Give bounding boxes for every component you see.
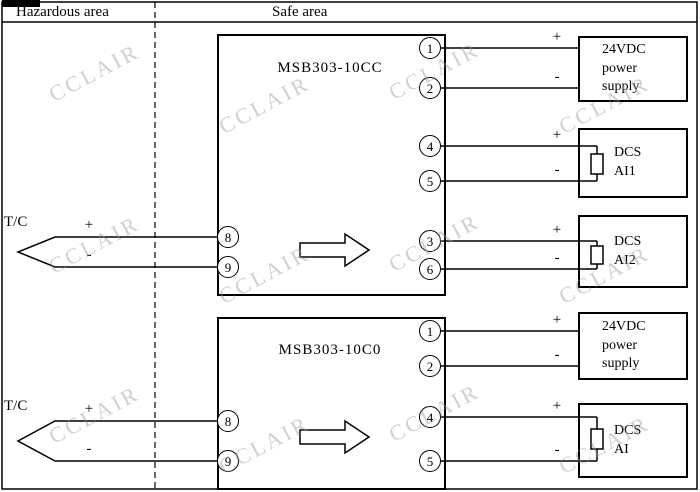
terminal: 9 xyxy=(217,256,239,278)
tc-minus-label: - xyxy=(86,441,92,457)
tc-plus-label: + xyxy=(84,217,94,233)
tc-plus-label: + xyxy=(84,401,94,417)
tc-minus-label: - xyxy=(86,247,92,263)
device-label-line: AI2 xyxy=(614,252,636,268)
device-label-line: DCS xyxy=(614,233,642,249)
resistor-icon xyxy=(590,146,604,181)
corner-mark xyxy=(2,0,40,7)
wire-minus-label: - xyxy=(554,69,560,85)
wire-plus-label: + xyxy=(552,398,562,414)
hazardous-area-label: Hazardous area xyxy=(16,4,109,20)
thermocouple-symbol xyxy=(16,420,218,462)
device-label-line: DCS xyxy=(614,145,642,161)
device-label-line: power xyxy=(602,60,637,76)
safe-area-label: Safe area xyxy=(272,4,328,20)
module2-name: MSB303-10C0 xyxy=(278,342,382,358)
terminal: 4 xyxy=(419,406,441,428)
module2-outline xyxy=(217,317,446,490)
terminal: 1 xyxy=(419,320,441,342)
terminal: 4 xyxy=(419,135,441,157)
device-label-line: supply xyxy=(602,79,640,95)
terminal: 2 xyxy=(419,77,441,99)
resistor-icon xyxy=(590,417,604,461)
signal-flow-arrow-icon xyxy=(299,232,371,268)
terminal: 3 xyxy=(419,230,441,252)
device-label-line: AI xyxy=(614,441,629,457)
device-label-line: supply xyxy=(602,356,640,372)
device-label-line: 24VDC xyxy=(602,41,646,57)
device-dcs-ai1: DCS AI1 xyxy=(578,128,688,198)
device-24vdc-power-supply: 24VDC power supply xyxy=(578,36,688,102)
wire-minus-label: - xyxy=(554,442,560,458)
wire-plus-label: + xyxy=(552,222,562,238)
wire-plus-label: + xyxy=(552,312,562,328)
terminal: 5 xyxy=(419,170,441,192)
module2-wires xyxy=(441,330,597,462)
device-label-line: AI1 xyxy=(614,164,636,179)
wire-minus-label: - xyxy=(554,347,560,363)
module1-wires xyxy=(441,47,597,270)
terminal: 8 xyxy=(217,226,239,248)
signal-flow-arrow-icon xyxy=(299,419,371,455)
tc-label: T/C xyxy=(4,214,28,230)
device-24vdc-power-supply: 24VDC power supply xyxy=(578,312,688,380)
terminal: 6 xyxy=(419,258,441,280)
device-dcs-ai: DCS AI xyxy=(578,403,688,478)
module1-name: MSB303-10CC xyxy=(277,60,383,76)
terminal: 9 xyxy=(217,450,239,472)
tc-label: T/C xyxy=(4,398,28,414)
wire-plus-label: + xyxy=(552,127,562,143)
device-label-line: power xyxy=(602,337,637,353)
device-label-line: 24VDC xyxy=(602,318,646,334)
resistor-icon xyxy=(590,241,604,269)
terminal: 8 xyxy=(217,410,239,432)
module1-outline xyxy=(217,34,446,296)
terminal: 1 xyxy=(419,37,441,59)
wire-plus-label: + xyxy=(552,29,562,45)
device-dcs-ai2: DCS AI2 xyxy=(578,215,688,288)
terminal: 5 xyxy=(419,450,441,472)
thermocouple-symbol xyxy=(16,236,218,268)
terminal: 2 xyxy=(419,355,441,377)
wire-minus-label: - xyxy=(554,250,560,266)
wire-minus-label: - xyxy=(554,162,560,178)
device-label-line: DCS xyxy=(614,422,642,438)
